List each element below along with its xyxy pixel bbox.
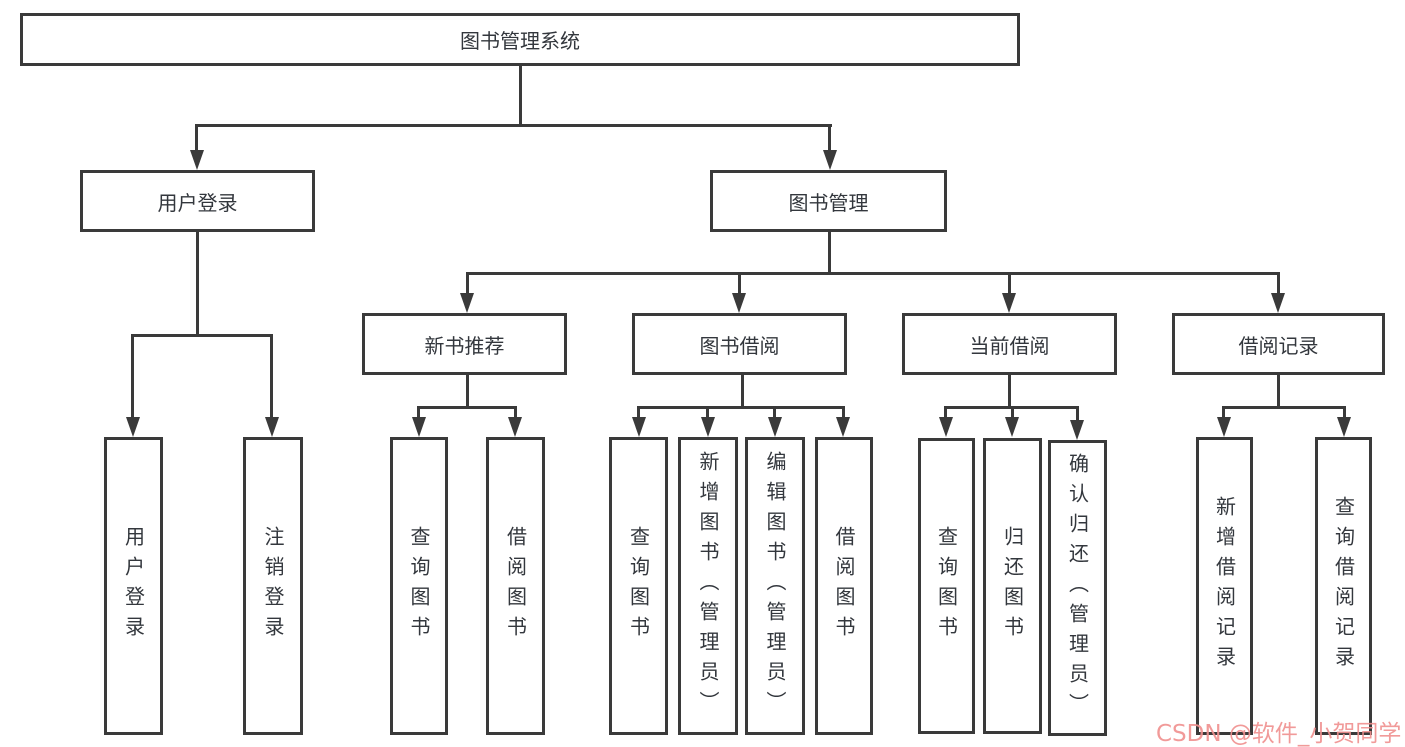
arrowhead-borrow-leaf4 xyxy=(836,417,850,437)
connector-userlogin-stub xyxy=(195,124,198,152)
connector-borrow-leaf4-stub xyxy=(842,406,845,420)
connector-bookmgmt-stub xyxy=(828,124,831,152)
connector-l3-current-stub xyxy=(1008,272,1011,295)
connector-root-hline xyxy=(195,124,832,127)
watermark: CSDN @软件_小贺同学 xyxy=(1156,721,1402,747)
connector-records-hline xyxy=(1222,406,1346,409)
arrowhead-l3-borrow xyxy=(732,293,746,313)
connector-newbook-leaf1-stub xyxy=(417,406,420,420)
connector-userlogin-hline xyxy=(131,334,273,337)
leaf-borrow-add-admin-label: 新增图书（管理员） xyxy=(696,451,720,721)
leaf-newbook-borrow: 借阅图书 xyxy=(486,437,545,735)
connector-userlogin-leaf2-stub xyxy=(270,334,273,419)
leaf-newbook-query: 查询图书 xyxy=(390,437,448,735)
connector-borrow-vline xyxy=(741,375,744,409)
arrowhead-borrow-leaf3 xyxy=(768,417,782,437)
connector-borrow-leaf2-stub xyxy=(706,406,709,420)
leaf-current-confirm-admin: 确认归还（管理员） xyxy=(1048,440,1107,736)
connector-records-leaf1-stub xyxy=(1222,406,1225,420)
node-current-borrow-label: 当前借阅 xyxy=(969,333,1050,358)
connector-l3-borrow-stub xyxy=(738,272,741,295)
arrowhead-l3-records xyxy=(1271,293,1285,313)
leaf-logout-label: 注销登录 xyxy=(261,526,285,646)
leaf-borrow-book: 借阅图书 xyxy=(815,437,873,735)
leaf-logout: 注销登录 xyxy=(243,437,303,735)
connector-newbook-vline xyxy=(466,375,469,409)
leaf-current-confirm-admin-label: 确认归还（管理员） xyxy=(1065,453,1090,723)
arrowhead-current-leaf2 xyxy=(1005,417,1019,437)
arrowhead-records-leaf1 xyxy=(1217,417,1231,437)
connector-l3-newbook-stub xyxy=(466,272,469,295)
arrowhead-records-leaf2 xyxy=(1337,417,1351,437)
leaf-current-return-label: 归还图书 xyxy=(1000,526,1025,646)
node-user-login-label: 用户登录 xyxy=(157,190,238,215)
node-new-book-recommend-label: 新书推荐 xyxy=(424,333,505,358)
connector-newbook-leaf2-stub xyxy=(514,406,517,420)
connector-current-vline xyxy=(1008,375,1011,409)
node-borrow-records-label: 借阅记录 xyxy=(1238,333,1319,358)
leaf-records-query: 查询借阅记录 xyxy=(1315,437,1372,735)
node-root: 图书管理系统 xyxy=(20,13,1020,66)
arrowhead-l3-current xyxy=(1002,293,1016,313)
leaf-current-query: 查询图书 xyxy=(918,438,975,734)
leaf-records-add: 新增借阅记录 xyxy=(1196,437,1253,735)
connector-bookmgmt-hline xyxy=(466,272,1280,275)
connector-borrow-leaf1-stub xyxy=(637,406,640,420)
arrowhead-newbook-leaf2 xyxy=(508,417,522,437)
connector-newbook-hline xyxy=(417,406,517,409)
leaf-borrow-add-admin: 新增图书（管理员） xyxy=(678,437,738,735)
connector-borrow-hline xyxy=(637,406,845,409)
leaf-borrow-book-label: 借阅图书 xyxy=(832,526,856,646)
arrowhead-current-leaf1 xyxy=(939,417,953,437)
node-book-borrow: 图书借阅 xyxy=(632,313,847,375)
node-current-borrow: 当前借阅 xyxy=(902,313,1117,375)
connector-current-leaf3-stub xyxy=(1076,406,1079,422)
connector-borrow-leaf3-stub xyxy=(773,406,776,420)
connector-userlogin-leaf1-stub xyxy=(131,334,134,419)
arrowhead-newbook-leaf1 xyxy=(412,417,426,437)
arrowhead-borrow-leaf1 xyxy=(632,417,646,437)
node-borrow-records: 借阅记录 xyxy=(1172,313,1385,375)
node-book-management-label: 图书管理 xyxy=(788,190,869,215)
connector-records-leaf2-stub xyxy=(1343,406,1346,420)
connector-root-vline xyxy=(519,66,522,126)
node-book-management: 图书管理 xyxy=(710,170,947,232)
connector-l3-records-stub xyxy=(1277,272,1280,295)
leaf-borrow-query: 查询图书 xyxy=(609,437,668,735)
leaf-borrow-query-label: 查询图书 xyxy=(626,526,651,646)
arrowhead-borrow-leaf2 xyxy=(701,417,715,437)
leaf-newbook-query-label: 查询图书 xyxy=(407,526,431,646)
arrowhead-userlogin xyxy=(190,150,204,170)
leaf-current-return: 归还图书 xyxy=(983,438,1042,734)
arrowhead-userlogin-leaf1 xyxy=(126,417,140,437)
arrowhead-bookmgmt xyxy=(823,150,837,170)
connector-bookmgmt-vline xyxy=(828,232,831,275)
leaf-records-query-label: 查询借阅记录 xyxy=(1331,496,1356,676)
leaf-borrow-edit-admin: 编辑图书（管理员） xyxy=(745,437,805,735)
leaf-newbook-borrow-label: 借阅图书 xyxy=(503,526,528,646)
arrowhead-current-leaf3 xyxy=(1070,420,1084,440)
arrowhead-l3-newbook xyxy=(460,293,474,313)
node-new-book-recommend: 新书推荐 xyxy=(362,313,567,375)
leaf-current-query-label: 查询图书 xyxy=(934,526,959,646)
node-user-login: 用户登录 xyxy=(80,170,315,232)
node-root-label: 图书管理系统 xyxy=(460,29,580,53)
leaf-records-add-label: 新增借阅记录 xyxy=(1212,496,1237,676)
arrowhead-userlogin-leaf2 xyxy=(265,417,279,437)
connector-records-vline xyxy=(1277,375,1280,409)
node-book-borrow-label: 图书借阅 xyxy=(699,333,780,358)
connector-userlogin-vline xyxy=(196,232,199,337)
leaf-user-login-label: 用户登录 xyxy=(121,526,146,646)
connector-current-leaf2-stub xyxy=(1011,406,1014,420)
connector-current-leaf1-stub xyxy=(944,406,947,420)
leaf-borrow-edit-admin-label: 编辑图书（管理员） xyxy=(763,451,787,721)
leaf-user-login: 用户登录 xyxy=(104,437,163,735)
